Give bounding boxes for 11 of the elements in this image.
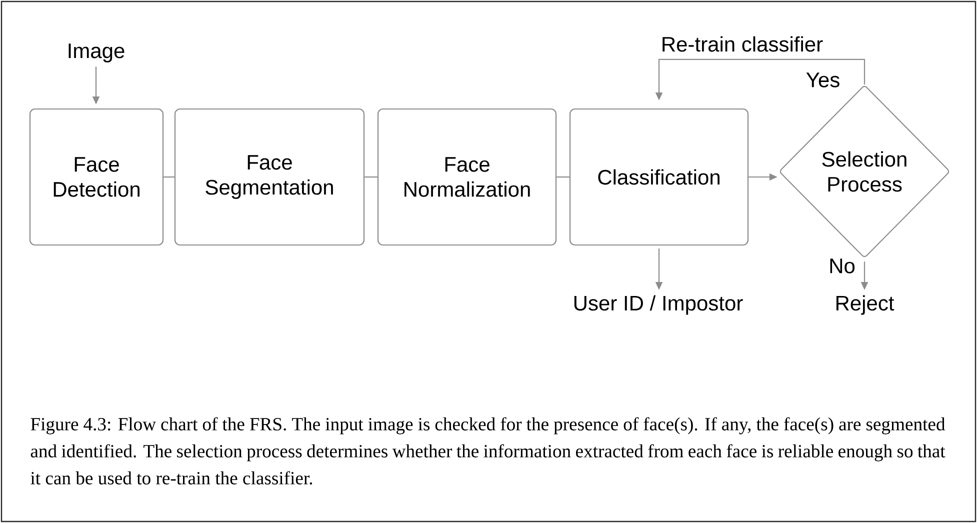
process-box: Face Detection <box>29 108 164 246</box>
edge-label: No <box>830 258 855 274</box>
process-box: Face Normalization <box>377 108 557 246</box>
node-text: User ID / Impostor <box>574 295 743 315</box>
figure-caption: Figure 4.3: Flow chart of the FRS. The input image is checked for the presence of face(s). If any, the face(s) are segmented and identified. The selection process determines whether the information extracted from each face is reliable enough so that it can be used to re-train the classifier. <box>30 417 946 485</box>
process-box: Classification <box>569 108 749 246</box>
process-box: Face Segmentation <box>174 108 365 246</box>
node-text: Reject <box>836 295 894 315</box>
node-text: Image <box>68 44 124 62</box>
edge-label: Yes <box>806 72 840 88</box>
annotation-label: Re-train classifier <box>660 35 824 53</box>
